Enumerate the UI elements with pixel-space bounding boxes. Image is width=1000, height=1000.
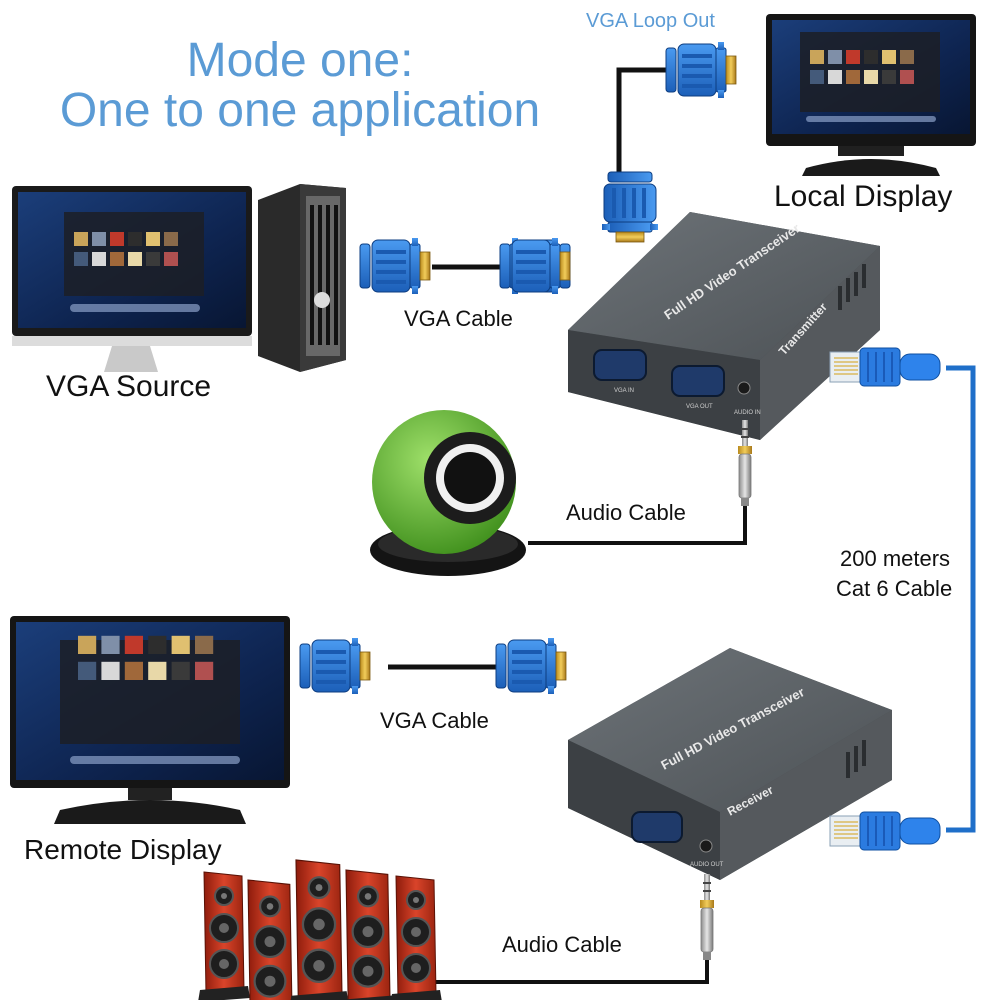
receiver-device: Full HD Video Transceiver Receiver AUDIO… xyxy=(568,648,892,880)
desktop-speaker xyxy=(370,410,526,576)
diagram-title: Mode one: One to one application xyxy=(40,36,560,136)
label-audio-cable-top: Audio Cable xyxy=(566,500,686,525)
vga-loop-cable xyxy=(616,67,666,175)
remote-display-monitor xyxy=(10,616,290,824)
audio-cable-top xyxy=(528,504,747,545)
tower-speakers xyxy=(197,858,443,1000)
local-display-monitor xyxy=(766,14,976,176)
label-vga-cable-bottom: VGA Cable xyxy=(380,708,489,733)
transmitter-port-vga-in: VGA IN xyxy=(614,388,634,394)
transmitter-device: Full HD Video Transceiver Transmitter VG… xyxy=(568,212,880,440)
cat6-cable xyxy=(946,365,976,833)
label-vga-source: VGA Source xyxy=(46,370,212,403)
label-cat6-line1: 200 meters xyxy=(840,546,951,571)
label-vga-cable-top: VGA Cable xyxy=(404,306,513,331)
label-vga-loop-out: VGA Loop Out xyxy=(586,10,715,32)
receiver-port-audio: AUDIO OUT xyxy=(690,862,724,868)
transmitter-port-audio: AUDIO IN xyxy=(734,410,761,416)
label-remote-display: Remote Display xyxy=(24,834,222,865)
vga-source-monitor xyxy=(12,186,252,372)
label-cat6-line2: Cat 6 Cable xyxy=(836,576,953,601)
audio-cable-bottom xyxy=(432,958,709,984)
title-line-2: One to one application xyxy=(59,84,541,137)
label-local-display: Local Display xyxy=(774,180,953,213)
label-audio-cable-bottom: Audio Cable xyxy=(502,932,622,957)
pc-tower xyxy=(258,184,346,372)
transmitter-port-vga-out: VGA OUT xyxy=(686,404,713,410)
title-line-1: Mode one: xyxy=(186,34,414,87)
